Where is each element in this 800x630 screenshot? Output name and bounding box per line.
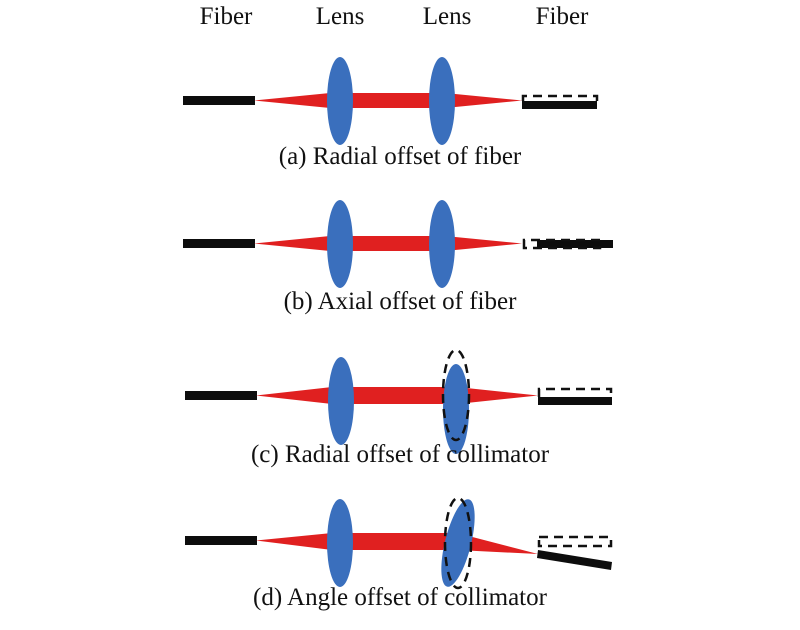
fiber-left	[183, 239, 255, 248]
fiber-right-original-outline	[522, 238, 602, 250]
beam-output-cone	[445, 236, 522, 251]
fiber-left	[185, 536, 257, 545]
fiber-right-original-outline	[537, 387, 613, 397]
beam-collimated	[332, 533, 457, 550]
fiber-right-tilted	[537, 550, 612, 570]
fiber-left	[185, 391, 257, 400]
panel-a-diagram	[183, 57, 599, 145]
beam-output-cone	[457, 533, 538, 554]
beam-collimated	[330, 93, 445, 108]
caption-d: (d) Angle offset of collimator	[253, 584, 547, 611]
panel-d-diagram	[185, 496, 613, 590]
beam-collimated	[332, 387, 457, 404]
beam-output-cone	[445, 93, 522, 108]
panel-c-diagram	[185, 348, 613, 454]
fiber-right-shifted	[537, 240, 613, 248]
lens-2	[429, 200, 455, 288]
lens-2-original-outline	[443, 496, 473, 590]
header-lens-1: Lens	[315, 3, 365, 30]
beam-input-cone	[254, 93, 330, 108]
header-lens-2: Lens	[422, 3, 472, 30]
lens-1	[327, 200, 353, 288]
fiber-right-original-outline	[521, 94, 599, 101]
caption-c: (c) Radial offset of collimator	[250, 441, 550, 468]
beam-input-cone	[254, 236, 330, 251]
caption-b: (b) Axial offset of fiber	[283, 288, 517, 315]
caption-a: (a) Radial offset of fiber	[278, 143, 522, 170]
beam-input-cone	[256, 533, 332, 550]
beam-output-cone	[457, 387, 538, 404]
lens-1	[327, 57, 353, 145]
fiber-left	[183, 96, 255, 105]
panel-b-diagram	[183, 200, 613, 288]
header-fiber-right: Fiber	[535, 3, 589, 30]
fiber-right	[522, 101, 597, 109]
panel-a-group	[183, 57, 599, 145]
fiber-right	[538, 397, 612, 405]
fiber-right-original-outline	[537, 535, 613, 548]
header-fiber-left: Fiber	[199, 3, 253, 30]
lens-1	[328, 357, 354, 445]
lens-1	[327, 499, 353, 587]
beam-input-cone	[256, 387, 332, 404]
lens-2-original-outline	[441, 348, 471, 442]
lens-2	[429, 57, 455, 145]
beam-collimated	[330, 236, 445, 251]
lens-2-tilted	[441, 499, 475, 587]
